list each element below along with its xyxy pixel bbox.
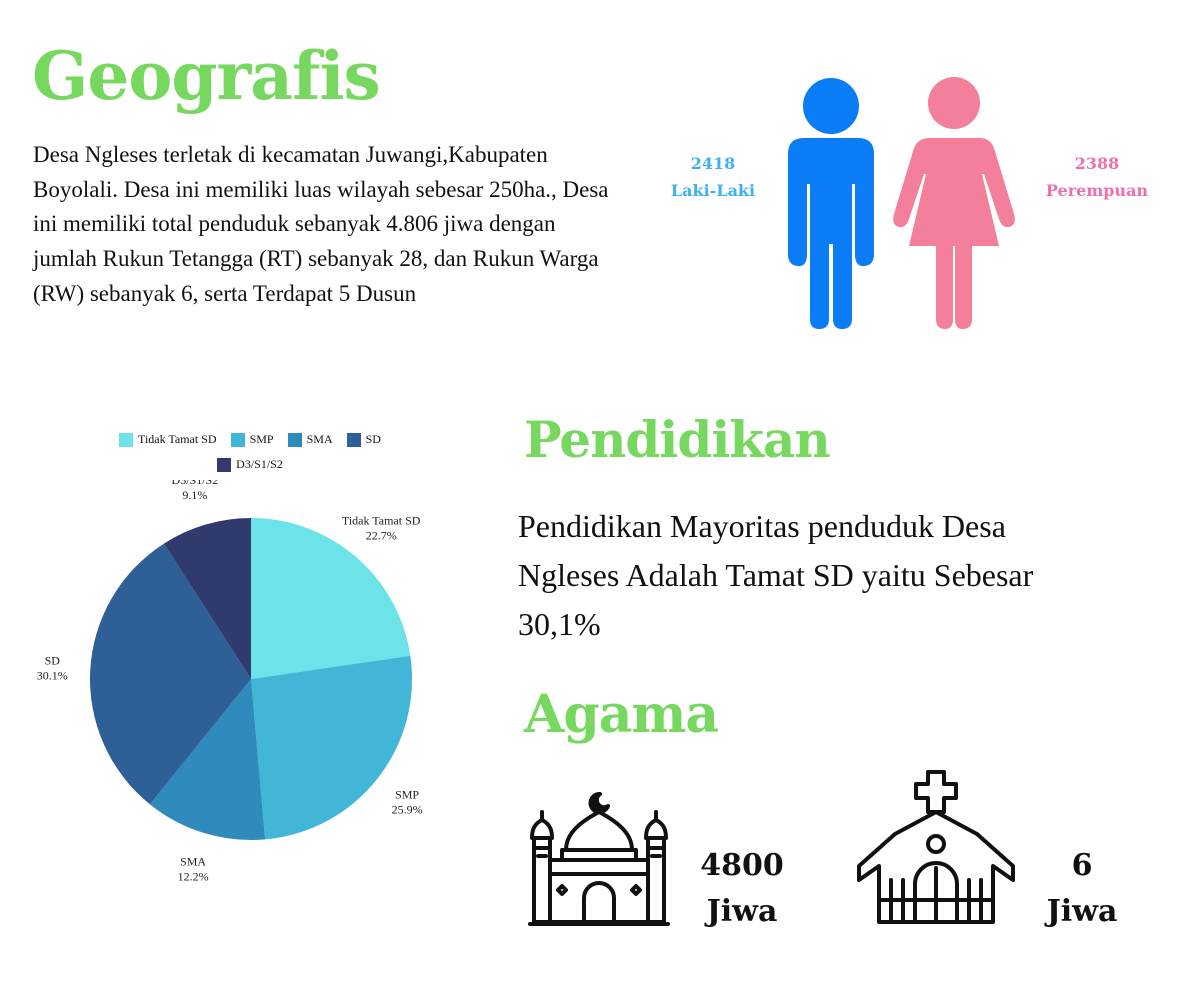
legend-label: Tidak Tamat SD [138, 432, 217, 446]
pie-slice-tidak-tamat-sd [251, 518, 411, 679]
female-label: Perempuan [1045, 181, 1149, 200]
legend-item-sma: SMA [287, 432, 333, 447]
male-label: Laki-Laki [670, 181, 756, 200]
people-figures [788, 77, 1015, 329]
pie-slice-smp [251, 655, 412, 840]
legend-swatch [287, 432, 302, 447]
legend-swatch [119, 432, 134, 447]
legend-label: SD [365, 432, 381, 446]
legend-item-sd: SD [346, 432, 381, 447]
geografis-description: Desa Ngleses terletak di kecamatan Juwan… [33, 142, 609, 306]
legend-item-tidak-tamat-sd: Tidak Tamat SD [119, 432, 217, 447]
islam-population: 4800 Jiwa [672, 843, 812, 935]
pendidikan-description: Pendidikan Mayoritas penduduk Desa Ngles… [518, 508, 1034, 642]
male-population-stat: 2418 Laki-Laki [648, 150, 778, 204]
geografis-title: Geografis [32, 37, 381, 115]
male-count: 2418 [690, 154, 736, 173]
pie-slice-d3-s1-s2 [163, 518, 251, 679]
agama-title: Agama [524, 684, 719, 745]
pie-slice-sma [149, 679, 266, 840]
legend-swatch [346, 432, 361, 447]
legend-item-smp: SMP [230, 432, 274, 447]
islam-count-value: 4800 [700, 848, 784, 883]
female-person-icon [893, 77, 1015, 329]
pendidikan-title: Pendidikan [524, 410, 831, 469]
mosque-icon [528, 792, 670, 926]
kristen-count-value: 6 [1071, 848, 1093, 883]
kristen-count-unit: Jiwa [1046, 894, 1118, 929]
pie-slice-sd [90, 543, 251, 805]
legend-label: SMP [249, 432, 274, 446]
legend-swatch [230, 432, 245, 447]
kristen-population: 6 Jiwa [1012, 843, 1152, 935]
female-population-stat: 2388 Perempuan [1032, 150, 1162, 204]
legend-swatch [217, 457, 232, 472]
legend-label: SMA [306, 432, 333, 446]
islam-count-unit: Jiwa [706, 894, 778, 929]
female-count: 2388 [1074, 154, 1120, 173]
legend-label: D3/S1/S2 [236, 457, 283, 471]
legend-item-d3-s1-s2: D3/S1/S2 [217, 457, 283, 472]
chart-legend: Tidak Tamat SD SMP SMA SD D3/S1/S2 [100, 432, 400, 482]
male-person-icon [788, 78, 874, 329]
church-icon [857, 770, 1015, 924]
